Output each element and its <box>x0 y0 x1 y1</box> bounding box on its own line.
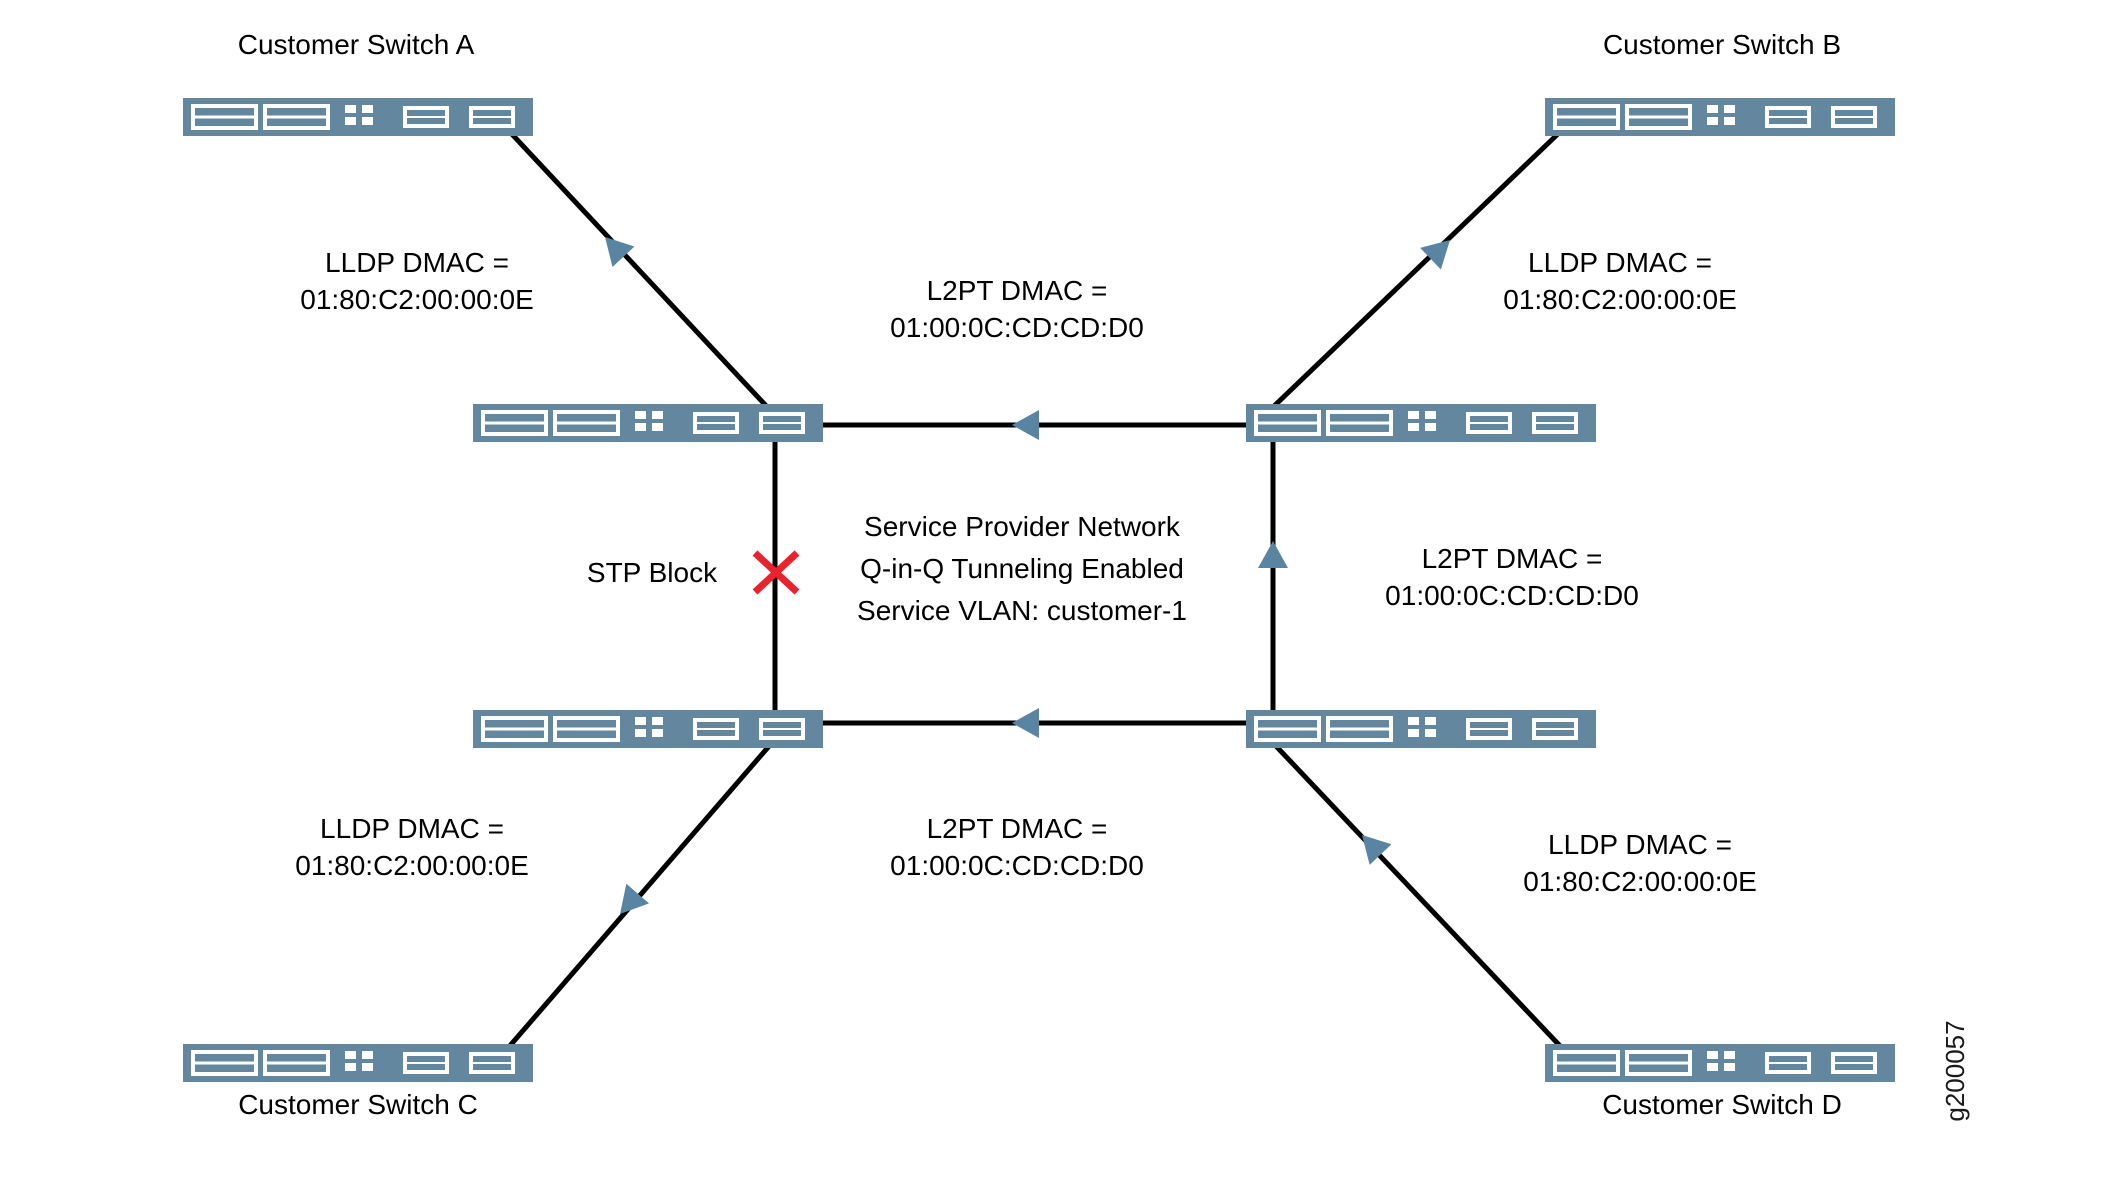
provider-switch-top-left-icon <box>473 404 823 442</box>
flow-arrow-bottom-left-icon <box>1012 708 1039 738</box>
link-provider-tl-customer-a <box>506 128 772 412</box>
l2pt-dmac-line2: 01:00:0C:CD:CD:D0 <box>890 312 1144 343</box>
service-provider-note-line1: Service Provider Network <box>864 511 1180 542</box>
lldp-dmac-label-top-left: LLDP DMAC = 01:80:C2:00:00:0E <box>300 244 534 318</box>
l2pt-dmac-label-top: L2PT DMAC = 01:00:0C:CD:CD:D0 <box>890 272 1144 346</box>
lldp-dmac-label-bottom-right: LLDP DMAC = 01:80:C2:00:00:0E <box>1523 826 1757 900</box>
customer-switch-a-label: Customer Switch A <box>237 29 475 60</box>
l2pt-dmac-line2: 01:00:0C:CD:CD:D0 <box>1385 580 1639 611</box>
flow-arrow-from-customer-d-icon <box>1362 835 1392 865</box>
customer-switch-a-icon <box>183 98 533 136</box>
l2pt-dmac-label-bottom: L2PT DMAC = 01:00:0C:CD:CD:D0 <box>890 810 1144 884</box>
l2pt-dmac-line1: L2PT DMAC = <box>1421 543 1603 574</box>
lldp-dmac-line2: 01:80:C2:00:00:0E <box>300 284 534 315</box>
l2pt-dmac-label-right: L2PT DMAC = 01:00:0C:CD:CD:D0 <box>1385 540 1639 614</box>
l2pt-dmac-line2: 01:00:0C:CD:CD:D0 <box>890 850 1144 881</box>
customer-switch-c-label: Customer Switch C <box>238 1089 478 1120</box>
customer-switch-c-icon <box>183 1044 533 1082</box>
link-provider-br-customer-d <box>1273 743 1564 1050</box>
flow-arrow-to-customer-b-icon <box>1420 240 1450 270</box>
l2pt-dmac-line1: L2PT DMAC = <box>926 813 1108 844</box>
flow-arrow-right-up-icon <box>1258 541 1288 568</box>
flow-arrow-to-customer-c-icon <box>620 883 650 914</box>
lldp-dmac-line2: 01:80:C2:00:00:0E <box>295 850 529 881</box>
customer-switch-b-icon <box>1545 98 1895 136</box>
flow-arrow-top-left-icon <box>1012 410 1039 440</box>
lldp-dmac-line2: 01:80:C2:00:00:0E <box>1503 284 1737 315</box>
customer-switch-d-icon <box>1545 1044 1895 1082</box>
l2pt-dmac-line1: L2PT DMAC = <box>926 275 1108 306</box>
service-provider-note: Service Provider Network Q-in-Q Tunnelin… <box>857 506 1187 632</box>
lldp-dmac-label-top-right: LLDP DMAC = 01:80:C2:00:00:0E <box>1503 244 1737 318</box>
customer-switch-d-label: Customer Switch D <box>1602 1089 1842 1120</box>
lldp-dmac-line1: LLDP DMAC = <box>320 813 504 844</box>
stp-block-label: STP Block <box>586 557 718 588</box>
lldp-dmac-line2: 01:80:C2:00:00:0E <box>1523 866 1757 897</box>
lldp-dmac-label-bottom-left: LLDP DMAC = 01:80:C2:00:00:0E <box>295 810 529 884</box>
stp-block-x-icon <box>752 550 800 595</box>
customer-switch-b-label: Customer Switch B <box>1602 29 1842 60</box>
flow-arrow-to-customer-a-icon <box>605 237 635 267</box>
lldp-dmac-line1: LLDP DMAC = <box>1528 247 1712 278</box>
lldp-dmac-line1: LLDP DMAC = <box>325 247 509 278</box>
service-provider-note-line3: Service VLAN: customer-1 <box>857 595 1187 626</box>
provider-switch-bottom-right-icon <box>1246 710 1596 748</box>
provider-switch-top-right-icon <box>1246 404 1596 442</box>
service-provider-note-line2: Q-in-Q Tunneling Enabled <box>860 553 1184 584</box>
link-provider-tr-customer-b <box>1268 128 1564 412</box>
lldp-dmac-line1: LLDP DMAC = <box>1548 829 1732 860</box>
figure-id: g200057 <box>1940 1020 1970 1122</box>
provider-switch-bottom-left-icon <box>473 710 823 748</box>
